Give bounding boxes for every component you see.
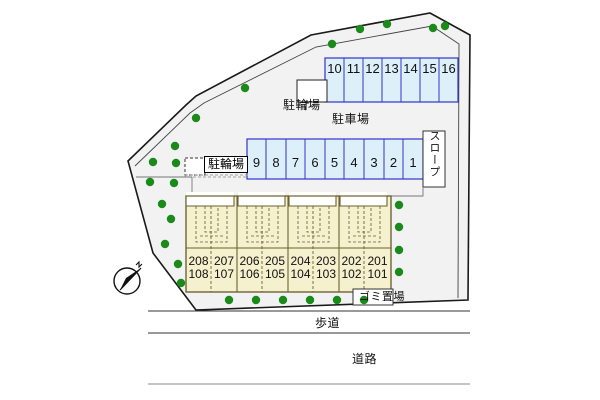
parking-stall-1[interactable]: 1 — [409, 155, 417, 170]
bicycle-parking-top-shape — [296, 79, 328, 111]
unit-pair-207-107[interactable]: 207 107 — [211, 255, 237, 281]
bicycle-parking-top-label: 駐輪場 — [283, 98, 321, 112]
parking-stall-6[interactable]: 6 — [311, 155, 319, 170]
street-lines — [148, 310, 470, 385]
unit-upper-label: 203 — [315, 254, 337, 268]
unit-upper-label: 208 — [188, 254, 209, 268]
unit-lower-label: 102 — [341, 267, 362, 281]
slope-area-shape — [422, 130, 446, 188]
parking-row-lower — [246, 138, 424, 180]
unit-lower-label: 107 — [213, 267, 235, 281]
unit-lower-label: 101 — [367, 267, 388, 281]
unit-upper-label: 206 — [239, 254, 260, 268]
parking-stall-14[interactable]: 14 — [403, 61, 418, 76]
parking-lot-label: 駐車場 — [332, 112, 370, 126]
unit-lower-label: 106 — [239, 267, 260, 281]
parking-stall-2[interactable]: 2 — [389, 155, 398, 170]
unit-pair-203-103[interactable]: 203 103 — [313, 255, 339, 281]
unit-upper-label: 201 — [367, 254, 388, 268]
unit-pair-206-106[interactable]: 206 106 — [237, 255, 262, 281]
unit-pair-202-102[interactable]: 202 102 — [339, 255, 364, 281]
unit-pair-208-108[interactable]: 208 108 — [186, 255, 211, 281]
unit-lower-label: 103 — [315, 267, 337, 281]
parking-stall-9[interactable]: 9 — [252, 155, 261, 170]
unit-lower-label: 104 — [290, 267, 311, 281]
bicycle-parking-left-label: 駐輪場 — [204, 156, 249, 173]
sidewalk-label: 歩道 — [315, 316, 341, 330]
unit-lower-label: 105 — [264, 267, 286, 281]
north-arrow-icon — [113, 260, 143, 295]
parking-row-lower-outline — [246, 138, 424, 180]
site-boundary-inner — [134, 25, 460, 299]
parking-stall-3[interactable]: 3 — [370, 155, 378, 170]
parking-stall-5[interactable]: 5 — [330, 155, 339, 170]
parking-row-upper-outline — [324, 57, 459, 103]
unit-pair-201-101[interactable]: 201 101 — [364, 255, 391, 281]
unit-pair-205-105[interactable]: 205 105 — [262, 255, 288, 281]
unit-lower-label: 108 — [188, 267, 209, 281]
slope-label: スロープ — [428, 130, 440, 178]
planting-dots — [145, 19, 450, 305]
parking-stall-8[interactable]: 8 — [272, 155, 280, 170]
parking-stall-4[interactable]: 4 — [350, 155, 358, 170]
parking-stall-15[interactable]: 15 — [422, 61, 437, 76]
parking-stall-13[interactable]: 13 — [384, 61, 399, 76]
unit-upper-label: 204 — [290, 254, 311, 268]
unit-upper-label: 202 — [341, 254, 362, 268]
parking-row-upper — [324, 57, 459, 103]
parking-stall-16[interactable]: 16 — [441, 61, 456, 76]
road-label: 道路 — [352, 352, 378, 366]
apartment-building — [185, 192, 392, 293]
parking-stall-7[interactable]: 7 — [291, 155, 300, 170]
parking-stall-10[interactable]: 10 — [327, 61, 342, 76]
unit-upper-label: 207 — [213, 254, 235, 268]
unit-pair-204-104[interactable]: 204 104 — [288, 255, 313, 281]
unit-upper-label: 205 — [264, 254, 286, 268]
parking-stall-12[interactable]: 12 — [365, 61, 380, 76]
parking-stall-11[interactable]: 11 — [346, 61, 361, 76]
bicycle-parking-left-shape — [184, 157, 248, 178]
garbage-area-label: ゴミ置場 — [359, 291, 405, 303]
